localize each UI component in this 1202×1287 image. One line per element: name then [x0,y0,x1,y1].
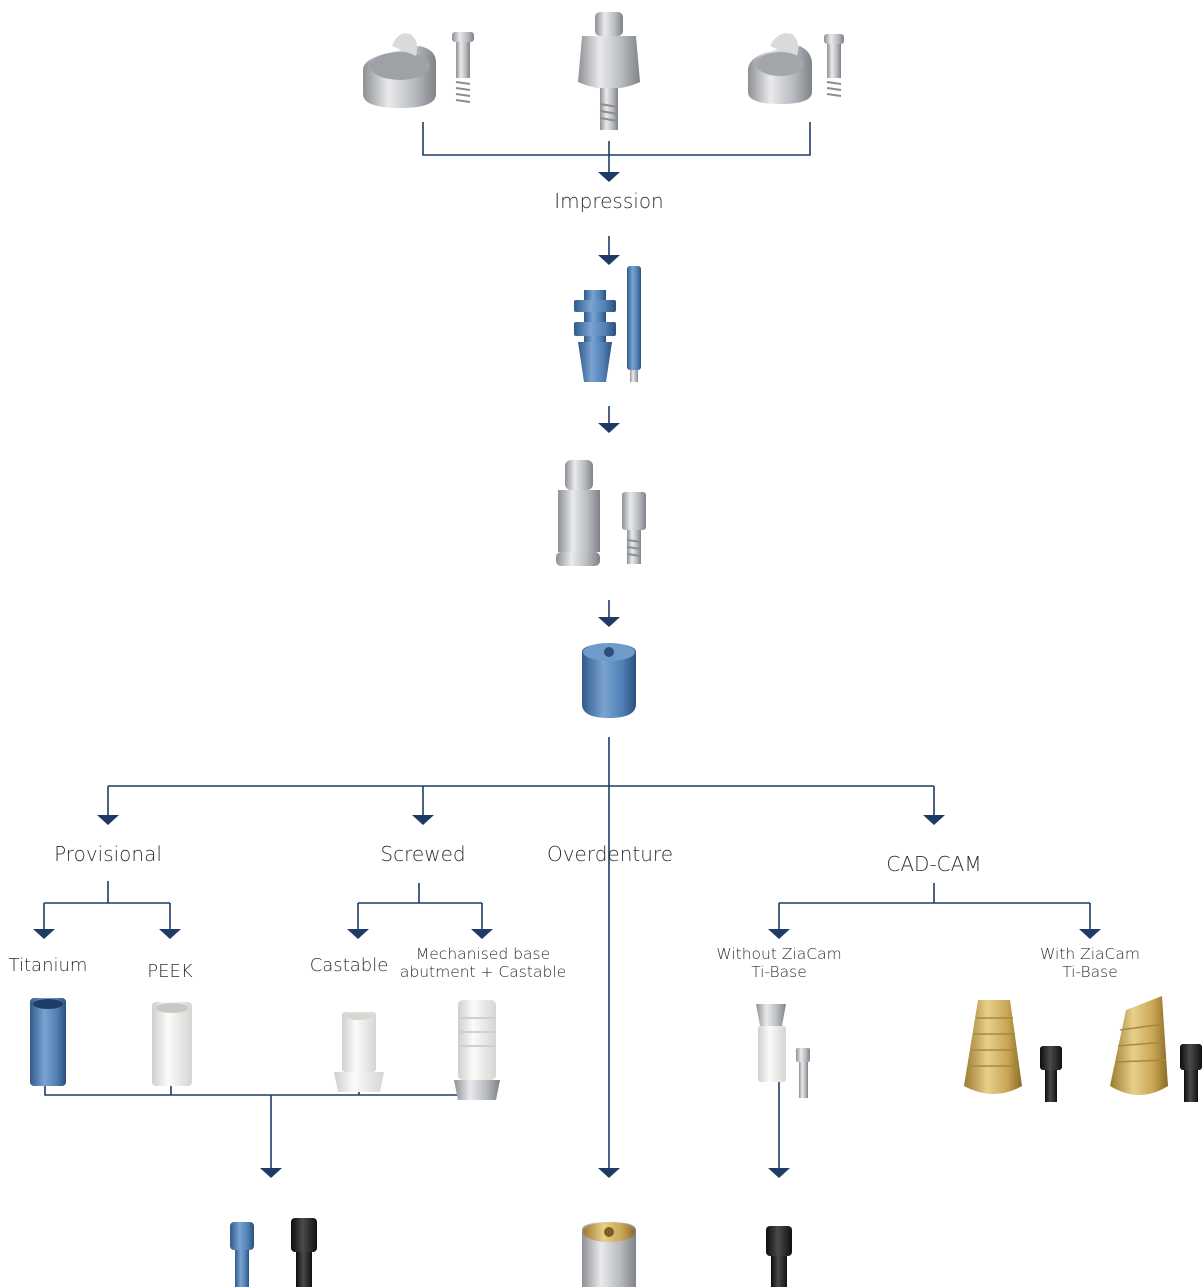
arrow-head [598,255,620,265]
with-ziacam-label: With ZiaCam Ti-Base [1040,945,1140,982]
without-ziacam-label-line2: Ti-Base [751,962,807,981]
straight-abutment-image [578,12,640,130]
provisional-label: Provisional [54,842,162,866]
mechanised-base-label: Mechanised base abutment + Castable [399,945,567,982]
cadcam-bracket [778,883,1091,929]
peek-provisional-image [152,1002,192,1086]
impression-coping-image [574,266,641,382]
mechanised-base-label-line1: Mechanised base [415,945,551,963]
cadcam-label: CAD-CAM [886,852,982,876]
arrow-head [97,815,119,825]
mechanised-base-image [454,1000,500,1100]
overdenture-label: Overdenture [546,842,674,866]
castable-label: Castable [309,955,389,976]
lab-analogue-image [556,460,646,566]
provisional-bracket [43,881,171,929]
with-ziacam-label-line1: With ZiaCam [1040,945,1140,963]
impression-label: Impression [554,189,664,213]
without-ziacam-label: Without ZiaCam Ti-Base [716,945,842,982]
peek-label: PEEK [147,961,193,982]
screw-right-image [824,34,844,97]
arrow-head [159,929,181,939]
black-screw-image [291,1218,317,1287]
mechanised-base-label-line2: abutment + Castable [399,962,567,981]
arrow-head [598,172,620,182]
arrow-head [768,1168,790,1178]
arrow-head [471,929,493,939]
without-ziacam-label-line1: Without ZiaCam [716,945,842,963]
arrow-head [1079,929,1101,939]
castable-image [334,1012,384,1092]
arrow-head [598,423,620,433]
screw-left-image [452,32,474,103]
top-bracket [422,122,811,156]
screwed-bracket [357,883,483,929]
with-ziacam-screw-2-image [1180,1044,1202,1102]
arrow-head [598,1168,620,1178]
healing-cap-image [582,643,636,718]
arrow-head [412,815,434,825]
blue-screw-image [230,1222,254,1287]
with-ziacam-screw-1-image [1040,1046,1062,1102]
arrowheads [33,172,1101,1178]
arrow-head [768,929,790,939]
screwed-label: Screwed [380,842,466,866]
with-ziacam-straight-image [964,1000,1022,1094]
with-ziacam-label-line2: Ti-Base [1062,962,1118,981]
angled-abutment-right-image [748,33,812,104]
angled-abutment-left-image [363,33,436,108]
overdenture-attachment-image [582,1222,636,1287]
without-ziacam-image [756,1004,810,1098]
titanium-label: Titanium [8,955,88,976]
arrow-head [923,815,945,825]
bottom-bracket [44,1065,480,1168]
arrow-head [347,929,369,939]
arrow-head [260,1168,282,1178]
titanium-provisional-image [30,998,66,1086]
arrow-head [33,929,55,939]
cadcam-black-screw-image [766,1226,792,1287]
arrow-head [598,617,620,627]
with-ziacam-angled-image [1110,996,1168,1095]
connector-strokes [43,122,1091,1168]
